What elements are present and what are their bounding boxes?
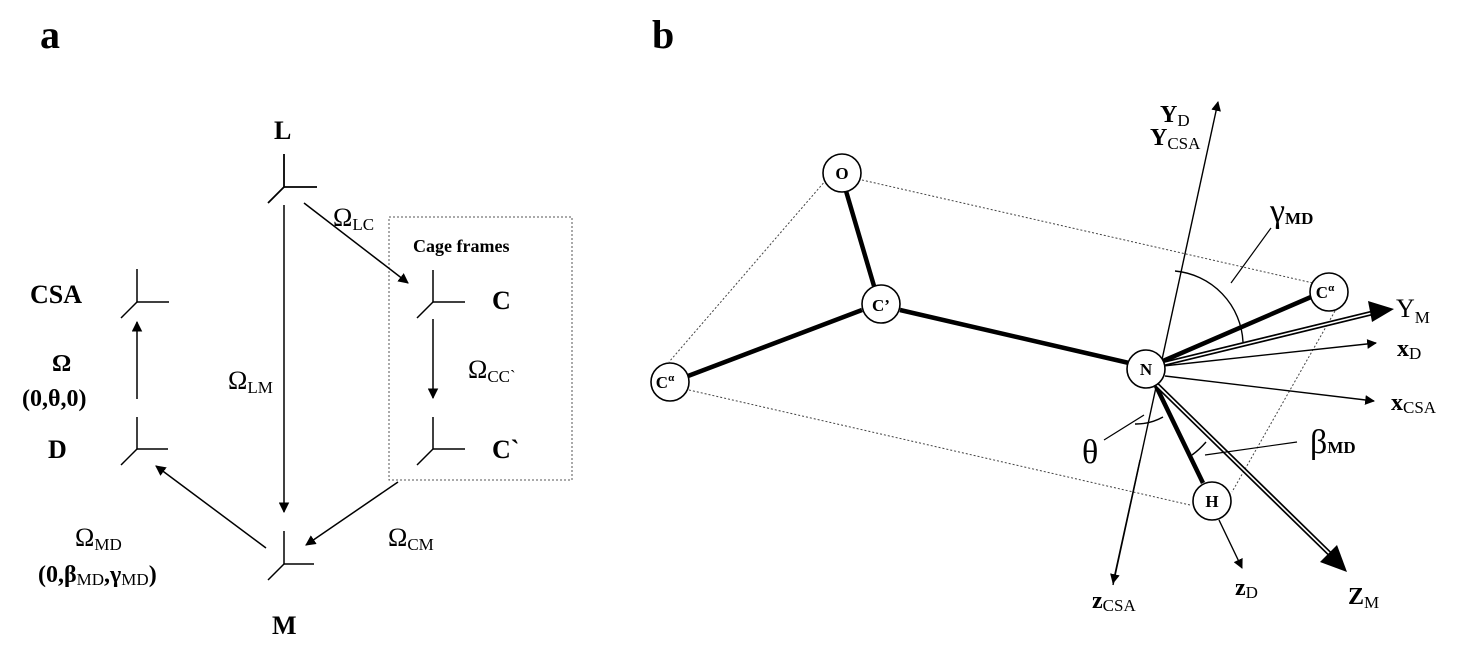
frame-L-label: L [274,116,291,145]
axis-Z-D-label: zD [1235,575,1258,602]
frame-M-icon [267,531,314,581]
cage-frames-title: Cage frames [413,236,509,256]
frame-C-prime-label: C` [492,435,519,464]
omega-D-CSA-params: (0,θ,0) [22,386,87,412]
theta-angle-arc [1134,416,1164,425]
axis-Z-D-arrow [1218,519,1243,569]
axis-Z-M-label: ZM [1348,584,1379,612]
frame-C-prime-icon [416,417,465,466]
axis-X-CSA-label: xCSA [1391,390,1437,417]
omega-MD-label: ΩMD [75,523,122,554]
atom-C-alpha-right: Cα [1309,272,1349,312]
axis-Z-M-arrow [1154,382,1347,572]
beta-leader-line [1204,441,1298,456]
omega-CM-label: ΩCM [388,523,434,554]
svg-text:Cα: Cα [1316,282,1335,302]
cage-frames-box [388,216,573,481]
atom-H: H [1192,481,1232,521]
panel-b-label: b [652,12,674,57]
axis-X-D-label: xD [1397,336,1421,363]
frame-D-label: D [48,435,67,464]
atom-C-prime: C’ [861,284,901,324]
gamma-leader-line [1230,227,1272,284]
panel-b: b [650,12,1437,615]
omega-MD-params: (0,βMD,γMD) [38,562,157,589]
beta-MD-label: βMD [1310,424,1356,461]
omega-CC-label: ΩCC` [468,355,516,386]
gamma-MD-label: γMD [1269,193,1313,230]
panel-a: a L CSA D M Cage fram [22,12,573,640]
arrow-Cprime-to-M [305,481,399,546]
axis-Z-CSA-arrow [1110,459,1141,584]
svg-text:C’: C’ [872,296,890,315]
arrow-M-to-D [155,465,267,549]
frame-CSA-icon [120,269,169,319]
gamma-angle-arc [1174,270,1244,343]
frame-CSA-label: CSA [30,280,82,309]
svg-text:O: O [835,164,848,183]
frame-C-label: C [492,286,511,315]
atom-C-alpha-left: Cα [650,362,690,402]
arrow-L-to-C [303,202,409,284]
omega-LM-label: ΩLM [228,366,273,397]
svg-text:H: H [1205,492,1218,511]
axis-Y-M-arrow [1162,301,1394,367]
frame-C-icon [416,270,465,319]
atom-N: N [1126,349,1166,389]
atom-O: O [822,153,862,193]
axis-Y-D-label: YD [1160,102,1190,130]
backbone-bonds [687,190,1312,484]
theta-label: θ [1082,434,1098,471]
axis-X-D-arrow [1162,339,1377,367]
frame-M-label: M [272,611,297,640]
panel-a-label: a [40,12,60,57]
omega-LC-label: ΩLC [333,203,374,234]
theta-leader-line [1103,414,1145,441]
axis-Z-CSA-label: zCSA [1092,588,1136,615]
frame-D-icon [120,417,168,466]
axis-X-CSA-arrow [1164,375,1375,405]
peptide-plane-outline [668,179,1336,506]
frame-L-icon [267,154,317,204]
omega-D-CSA-label: Ω [52,351,71,377]
axis-Y-M-label: YM [1396,294,1430,327]
beta-angle-arc [1191,441,1207,456]
svg-text:N: N [1140,360,1153,379]
svg-text:Cα: Cα [656,372,675,392]
axis-Y-CSA-label: YCSA [1150,125,1201,153]
